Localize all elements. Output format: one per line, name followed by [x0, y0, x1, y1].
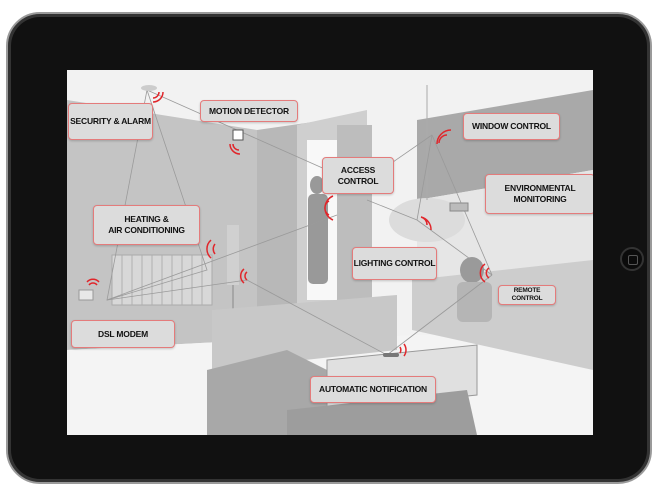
label-automatic-notification[interactable]: AUTOMATIC NOTIFICATION: [310, 376, 436, 403]
label-window-control[interactable]: WINDOW CONTROL: [463, 113, 560, 140]
label-text: AUTOMATIC NOTIFICATION: [319, 384, 427, 395]
home-button[interactable]: [620, 247, 644, 271]
label-text: MONITORING: [513, 194, 567, 204]
label-remote-control[interactable]: REMOTE CONTROL: [498, 285, 556, 305]
label-text: REMOTE CONTROL: [511, 286, 543, 302]
label-lighting-control[interactable]: LIGHTING CONTROL: [352, 247, 437, 280]
label-text: ENVIRONMENTAL: [504, 183, 576, 194]
modem: [78, 289, 94, 301]
signal-icons: [86, 91, 490, 357]
motion-sensor: [232, 129, 244, 141]
label-dsl-modem[interactable]: DSL MODEM: [71, 320, 175, 348]
person-on-sofa: [460, 257, 484, 283]
alarm-sensor: [141, 85, 157, 91]
label-motion-detector[interactable]: MOTION DETECTOR: [200, 100, 298, 122]
label-text: WINDOW CONTROL: [472, 121, 551, 132]
network-lines: [106, 89, 493, 356]
label-text: AIR CONDITIONING: [108, 225, 185, 235]
label-text: CONTROL: [337, 175, 379, 186]
label-text: SECURITY & ALARM: [70, 116, 151, 127]
label-text: MOTION DETECTOR: [209, 105, 289, 116]
person-silhouette: [310, 176, 324, 194]
floor-lamp: [227, 225, 239, 285]
label-text: LIGHTING CONTROL: [353, 258, 436, 269]
label-text: DSL MODEM: [98, 328, 148, 339]
label-text: HEATING &: [124, 214, 169, 225]
label-security-alarm[interactable]: SECURITY & ALARM: [68, 103, 153, 140]
smart-home-illustration: SECURITY & ALARM MOTION DETECTOR WINDOW …: [67, 70, 593, 435]
pillar: [337, 125, 372, 315]
sofa-left: [212, 295, 397, 370]
label-text: ACCESS: [340, 164, 376, 175]
notification-device: [383, 353, 399, 357]
thermostat: [449, 202, 469, 212]
label-heating-air-conditioning[interactable]: HEATING &AIR CONDITIONING: [93, 205, 200, 245]
